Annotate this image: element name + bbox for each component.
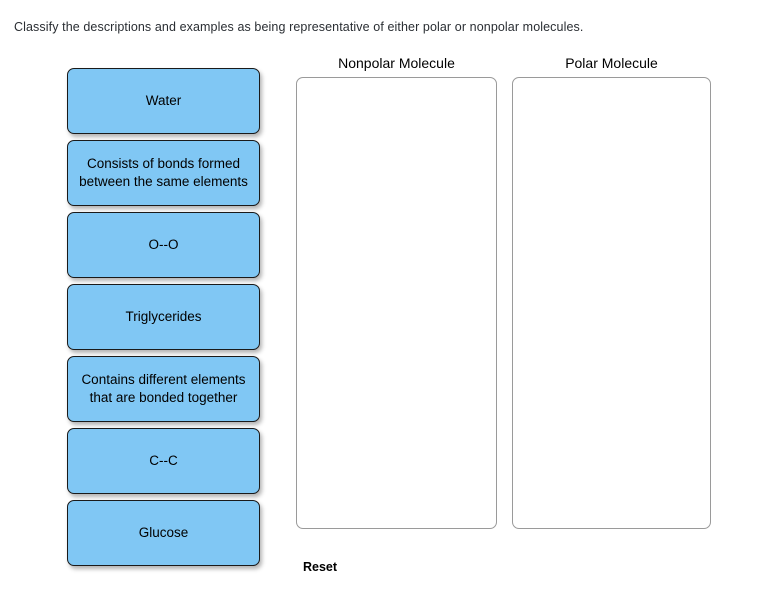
draggable-tiles-column: Water Consists of bonds formed between t… [67, 68, 260, 572]
draggable-tile-same-elements[interactable]: Consists of bonds formed between the sam… [67, 140, 260, 206]
draggable-tile-triglycerides[interactable]: Triglycerides [67, 284, 260, 350]
tile-label: Contains different elements that are bon… [81, 372, 246, 405]
reset-button[interactable]: Reset [303, 560, 338, 574]
draggable-tile-water[interactable]: Water [67, 68, 260, 134]
draggable-tile-different-elements[interactable]: Contains different elements that are bon… [67, 356, 260, 422]
tile-label: Consists of bonds formed between the sam… [79, 156, 248, 189]
page-title: Classify the descriptions and examples a… [14, 20, 584, 34]
tile-label: Triglycerides [125, 309, 202, 324]
tile-label: Water [145, 93, 182, 108]
drop-zone-nonpolar-box[interactable] [296, 77, 497, 529]
drop-zone-nonpolar: Nonpolar Molecule [296, 54, 497, 529]
drop-zone-nonpolar-title: Nonpolar Molecule [338, 55, 455, 71]
tile-label: C--C [149, 453, 178, 468]
draggable-tile-c-c[interactable]: C--C [67, 428, 260, 494]
drop-zone-polar: Polar Molecule [512, 54, 711, 529]
tile-label: O--O [148, 237, 179, 252]
drop-zone-polar-box[interactable] [512, 77, 711, 529]
drop-zone-polar-title: Polar Molecule [565, 55, 658, 71]
draggable-tile-glucose[interactable]: Glucose [67, 500, 260, 566]
draggable-tile-o-o[interactable]: O--O [67, 212, 260, 278]
tile-label: Glucose [138, 525, 189, 540]
